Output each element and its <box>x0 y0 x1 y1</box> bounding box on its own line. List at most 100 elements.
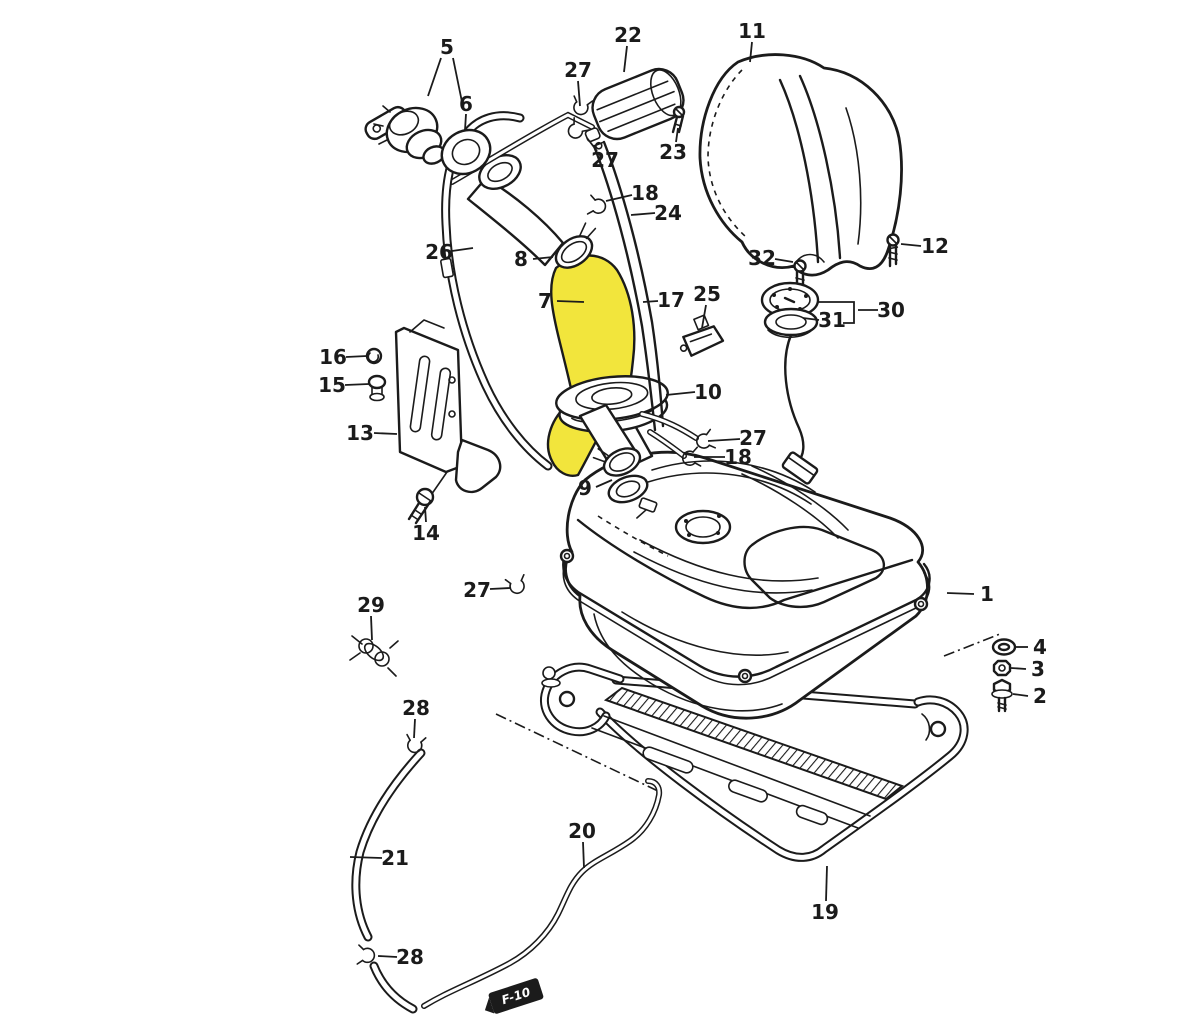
leader-line-23 <box>675 127 679 143</box>
nut-3 <box>992 659 1012 677</box>
leader-line-2 <box>1012 693 1029 697</box>
clip-27 <box>695 428 717 449</box>
clip-18 <box>681 446 702 467</box>
part-label-3: 3 <box>1031 657 1045 681</box>
part-label-15: 15 <box>318 373 346 397</box>
part-label-14: 14 <box>412 521 440 545</box>
clip-28 <box>356 944 376 965</box>
upper-filler-neck <box>449 95 597 269</box>
leader-line-27 <box>489 587 511 590</box>
part-label-8: 8 <box>514 247 528 271</box>
screw-12 <box>886 233 900 268</box>
washer-4 <box>991 638 1017 656</box>
part-label-10: 10 <box>694 380 722 404</box>
leader-line-32 <box>774 258 794 263</box>
leader-line-17 <box>642 300 659 303</box>
leader-line-31 <box>802 317 820 321</box>
part-label-9: 9 <box>578 476 592 500</box>
part-label-7: 7 <box>538 289 552 313</box>
part-label-30: 30 <box>877 298 905 322</box>
part-label-11: 11 <box>738 19 766 43</box>
part-label-26: 26 <box>425 240 453 264</box>
hose-clamp-8 <box>554 222 597 269</box>
bolt-15 <box>367 374 387 402</box>
drain-hoses <box>349 573 663 1014</box>
part-label-13: 13 <box>346 421 374 445</box>
leader-line-27 <box>577 80 581 107</box>
leader-line-20 <box>582 841 585 869</box>
nut-16 <box>365 347 383 365</box>
part-label-1: 1 <box>980 582 994 606</box>
leader-line-6 <box>464 113 467 131</box>
fuel-gauge-sender <box>679 281 820 485</box>
part-label-2: 2 <box>1033 684 1047 708</box>
part-label-4: 4 <box>1033 635 1047 659</box>
leader-line-1 <box>946 592 975 595</box>
part-label-32: 32 <box>748 246 776 270</box>
part-label-18: 18 <box>724 445 752 469</box>
part-label-6: 6 <box>459 92 473 116</box>
float <box>781 451 819 485</box>
fuel-cap-valve <box>364 105 492 176</box>
leader-line-5 <box>452 57 463 103</box>
leader-line-9 <box>595 479 613 488</box>
part-label-22: 22 <box>614 23 642 47</box>
part-label-21: 21 <box>381 846 409 870</box>
leader-line-11 <box>749 41 753 63</box>
tank-fasteners <box>991 638 1017 713</box>
part-label-12: 12 <box>921 234 949 258</box>
mounting-bracket <box>365 319 502 525</box>
part-label-5: 5 <box>440 35 454 59</box>
leader-line-10 <box>665 391 696 396</box>
leader-line-19 <box>825 865 828 902</box>
leader-line-8 <box>532 256 554 260</box>
part-label-29: 29 <box>357 593 385 617</box>
breather-pipes <box>586 140 717 467</box>
part-label-27: 27 <box>564 58 592 82</box>
part-label-20: 20 <box>568 819 596 843</box>
screw-14 <box>407 487 435 525</box>
leader-line-3 <box>1010 667 1027 670</box>
part-label-27: 27 <box>591 148 619 172</box>
leader-line-30 <box>818 301 855 324</box>
frame-slot <box>642 746 829 826</box>
leader-line-18 <box>605 194 633 202</box>
leader-line-14 <box>424 506 427 523</box>
part-label-28: 28 <box>396 945 424 969</box>
gasket-ring-6 <box>440 128 492 176</box>
leader-line-7 <box>556 300 585 303</box>
leader-line-12 <box>900 243 922 247</box>
hose-clamp-9 <box>592 447 642 477</box>
leader-line-21 <box>349 856 383 859</box>
part-label-17: 17 <box>657 288 685 312</box>
part-label-27: 27 <box>739 426 767 450</box>
hose-clamp-29 <box>349 635 399 677</box>
screw-23 <box>671 105 686 134</box>
leader-line-28 <box>413 718 416 739</box>
part-label-19: 19 <box>811 900 839 924</box>
figure-stamp: F-10 <box>484 978 544 1014</box>
leader-line-15 <box>344 383 370 386</box>
part-label-28: 28 <box>402 696 430 720</box>
part-label-24: 24 <box>654 201 682 225</box>
leader-line-28 <box>377 955 398 958</box>
leader-line-29 <box>370 615 373 641</box>
leader-line-5 <box>427 57 442 97</box>
canister <box>584 67 686 150</box>
lower-filler-neck <box>578 403 642 477</box>
part-label-27: 27 <box>463 578 491 602</box>
leader-line-16 <box>345 355 368 358</box>
clip-27 <box>504 573 525 595</box>
tank-cover <box>698 53 903 292</box>
clip-27 <box>573 95 594 116</box>
clip-28 <box>406 733 427 754</box>
bolt-2 <box>991 678 1013 713</box>
leader-line-24 <box>630 212 656 216</box>
clip-18 <box>586 194 607 215</box>
leader-line-27 <box>586 137 598 152</box>
part-label-25: 25 <box>693 282 721 306</box>
leader-line-26 <box>451 247 474 252</box>
part-label-31: 31 <box>818 308 846 332</box>
